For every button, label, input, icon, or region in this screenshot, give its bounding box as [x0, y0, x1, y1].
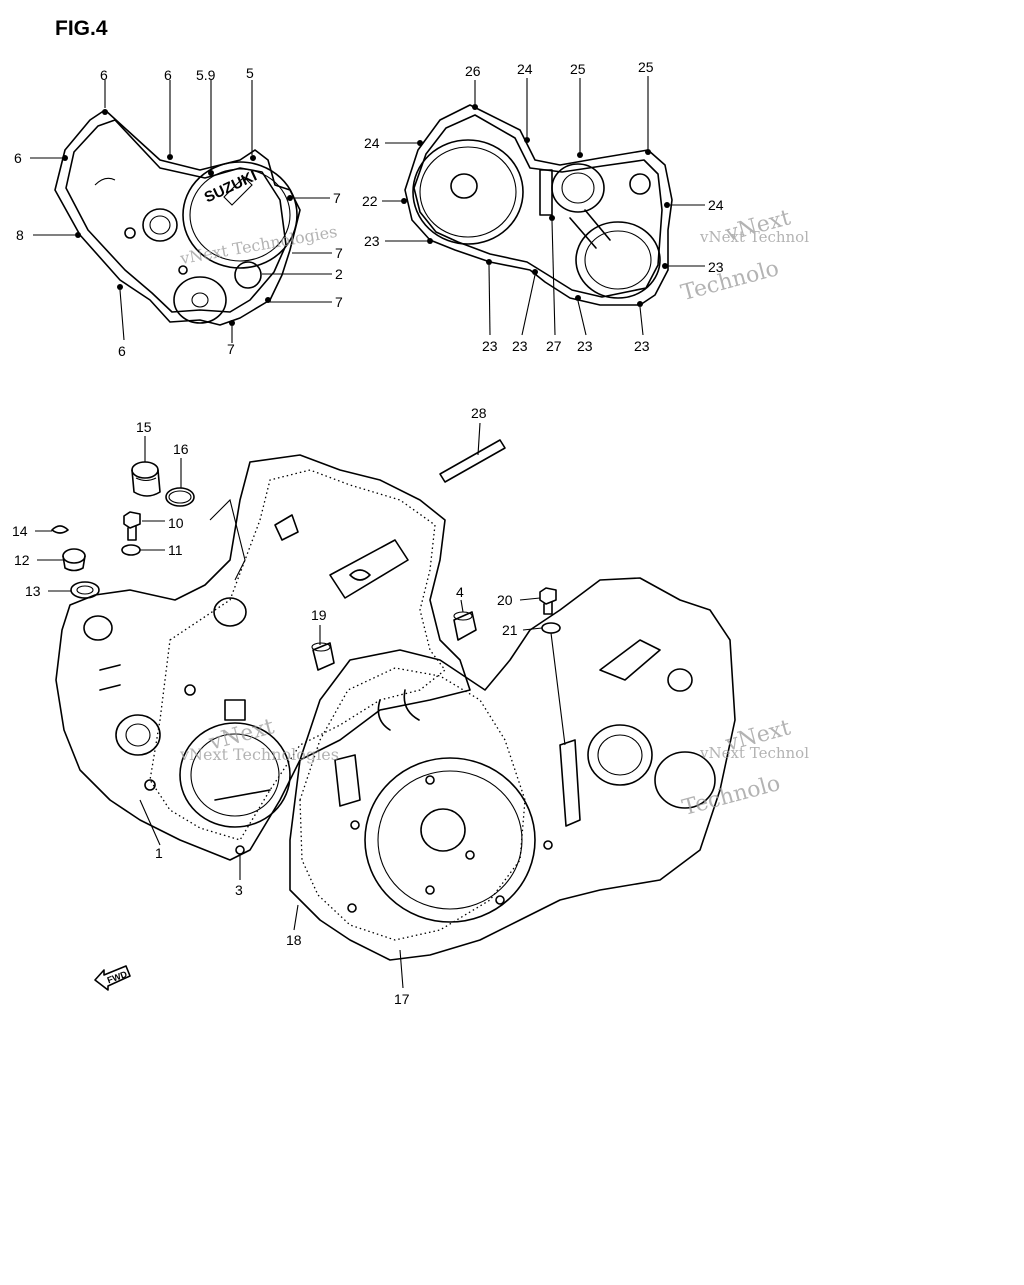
callout-label: 16	[173, 441, 189, 457]
clutch-cover-callouts: 6 6 5.9 5 6 7 8 7 2 7 6 7	[14, 65, 343, 359]
callout-label: 24	[517, 61, 533, 77]
watermark-text: vNext Technologies	[179, 745, 339, 764]
crankcase-left	[55, 454, 471, 861]
callout-label: 4	[456, 584, 464, 600]
callout-label: 10	[168, 515, 184, 531]
watermark-text: Technolo	[680, 771, 783, 821]
callout-label: 11	[168, 542, 183, 558]
callout-label: 23	[512, 338, 528, 354]
callout-label: 23	[577, 338, 593, 354]
callout-label: 23	[634, 338, 650, 354]
crankcase-callouts: 28 15 16 14 10 12 11 13 4 20 19 21 1 3 1…	[12, 405, 566, 1007]
callout-label: 20	[497, 592, 513, 608]
callout-label: 23	[364, 233, 380, 249]
figure-title: FIG.4	[55, 17, 108, 40]
crankcase-right	[289, 577, 736, 961]
callout-label: 6	[118, 343, 126, 359]
small-parts: FWD	[51, 439, 561, 991]
callout-label: 2	[335, 266, 343, 282]
callout-label: 15	[136, 419, 152, 435]
callout-label: 23	[708, 259, 724, 275]
callout-label: 7	[227, 341, 235, 357]
callout-label: 19	[311, 607, 327, 623]
callout-label: 17	[394, 991, 410, 1007]
callout-label: 24	[708, 197, 724, 213]
callout-label: 23	[482, 338, 498, 354]
callout-label: 24	[364, 135, 380, 151]
callout-label: 21	[502, 622, 518, 638]
callout-label: 25	[570, 61, 586, 77]
fwd-mark: FWD	[106, 969, 129, 986]
callout-label: 7	[335, 245, 343, 261]
callout-label: 5.9	[196, 67, 216, 83]
callout-label: 7	[333, 190, 341, 206]
callout-label: 13	[25, 583, 41, 599]
watermark: vNext Technologies vNext Technol vNext T…	[178, 205, 809, 821]
watermark-text: vNext Technol	[699, 228, 809, 246]
callout-label: 7	[335, 294, 343, 310]
generator-cover	[401, 104, 673, 307]
watermark-text: Technolo	[678, 256, 781, 306]
callout-label: 12	[14, 552, 30, 568]
callout-label: 28	[471, 405, 487, 421]
callout-label: 18	[286, 932, 302, 948]
callout-label: 14	[12, 523, 28, 539]
callout-label: 22	[362, 193, 378, 209]
callout-label: 6	[100, 67, 108, 83]
callout-label: 6	[164, 67, 172, 83]
generator-cover-callouts: 26 24 25 25 24 22 24 23 23 23 23 27 23 2…	[362, 59, 724, 354]
callout-label: 6	[14, 150, 22, 166]
watermark-text: vNext Technol	[699, 744, 809, 762]
watermark-text: vNext Technologies	[178, 222, 339, 268]
callout-label: 5	[246, 65, 254, 81]
clutch-cover: SUZUKI	[54, 109, 301, 326]
callout-label: 25	[638, 59, 654, 75]
callout-label: 3	[235, 882, 243, 898]
callout-label: 1	[155, 845, 163, 861]
callout-label: 8	[16, 227, 24, 243]
callout-label: 26	[465, 63, 481, 79]
callout-label: 27	[546, 338, 562, 354]
